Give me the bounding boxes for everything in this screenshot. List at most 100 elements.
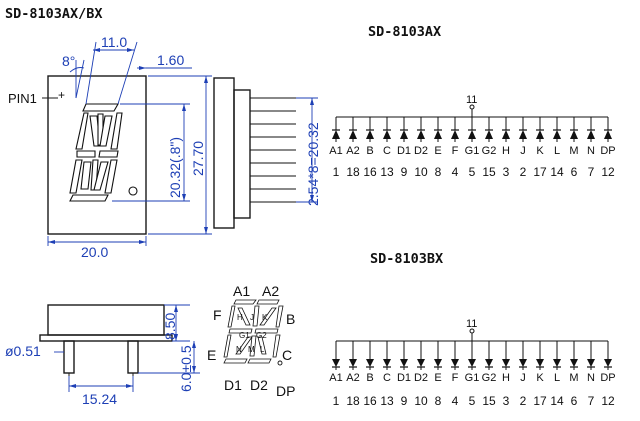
segment-label: F xyxy=(452,372,459,384)
diode-mark xyxy=(502,359,510,367)
segment-label: A2 xyxy=(346,372,359,384)
diode-mark xyxy=(587,359,595,367)
diode-mark xyxy=(366,359,374,367)
pin-label: 9 xyxy=(401,394,408,408)
seg-label-g2: G2 xyxy=(256,331,267,340)
segment-label: J xyxy=(520,372,526,384)
diode-mark xyxy=(417,359,425,367)
seg-label-c: C xyxy=(282,347,292,363)
pin-label: 13 xyxy=(380,394,394,408)
segment-label: D1 xyxy=(397,372,411,384)
pin-label: 2 xyxy=(520,165,527,179)
segment-label: DP xyxy=(600,145,615,157)
pin1-plus: + xyxy=(58,88,65,102)
pin-label: 8 xyxy=(435,394,442,408)
pin-label: 7 xyxy=(588,165,595,179)
pin-label: 5 xyxy=(469,165,476,179)
pin-label: 3 xyxy=(503,394,510,408)
seg-label-j: J xyxy=(250,313,254,322)
pin-label: 10 xyxy=(414,165,428,179)
diode-mark xyxy=(536,359,544,367)
seg-label-dp: DP xyxy=(276,383,295,399)
bx-title: SD-8103BX xyxy=(370,251,443,267)
height-dim: 27.70 xyxy=(190,141,206,176)
pin-label: 14 xyxy=(550,394,564,408)
bottom-view: ø0.51 15.24 8.50 6.0±0.5 xyxy=(5,304,200,407)
offset-dim: 1.60 xyxy=(157,52,184,68)
common-pin-label: 11 xyxy=(466,94,477,106)
pin-label: 8 xyxy=(435,165,442,179)
segment-label: G2 xyxy=(482,145,497,157)
char-height-dim: 20.32(.8") xyxy=(167,137,183,198)
common-pin-label: 11 xyxy=(466,318,477,330)
diode-mark xyxy=(349,130,357,139)
common-pin-node xyxy=(469,104,475,110)
pin-label: 13 xyxy=(380,165,394,179)
circuit-ax: 11A11A218B16C13D19D210E8F4G15G215H3J2K17… xyxy=(329,94,615,179)
diode-mark xyxy=(366,130,374,139)
diode-mark xyxy=(570,130,578,139)
segment-map: A1 A2 F B E C D1 D2 DP H J K G1 G2 N M L xyxy=(207,283,295,399)
pin1-label: PIN1 xyxy=(8,91,37,106)
diode-mark xyxy=(400,130,408,139)
pin-label: 16 xyxy=(363,394,377,408)
pin-label: 4 xyxy=(452,394,459,408)
diode-mark xyxy=(349,359,357,367)
segment-label: K xyxy=(536,372,544,384)
diode-mark xyxy=(434,359,442,367)
seg-label-b: B xyxy=(286,311,295,327)
diode-mark xyxy=(451,359,459,367)
segment-label: G1 xyxy=(465,145,480,157)
segment-label: DP xyxy=(600,372,615,384)
diode-mark xyxy=(553,359,561,367)
circuit-bx: 11A11A218B16C13D19D210E8F4G15G215H3J2K17… xyxy=(329,318,615,408)
seg-label-h: H xyxy=(237,313,243,322)
pin-label: 16 xyxy=(363,165,377,179)
seg-label-l: L xyxy=(260,345,265,354)
segment-label: K xyxy=(536,145,544,157)
pin-label: 17 xyxy=(533,165,547,179)
diode-mark xyxy=(468,359,476,367)
segment-label: L xyxy=(554,145,560,157)
seg-label-k: K xyxy=(262,313,268,322)
segment-label: L xyxy=(554,372,560,384)
diode-mark xyxy=(587,130,595,139)
pin-label: 1 xyxy=(333,165,340,179)
seg-label-a1: A1 xyxy=(233,283,250,299)
front-view: PIN1 + 20.0 27.70 20.32(.8") 11.0 xyxy=(8,34,212,260)
diode-mark xyxy=(519,130,527,139)
diode-mark xyxy=(434,130,442,139)
segment-label: H xyxy=(502,372,510,384)
body-height-dim: 8.50 xyxy=(162,313,178,340)
pin-label: 15 xyxy=(482,394,496,408)
ax-title: SD-8103AX xyxy=(368,24,441,40)
diode-mark xyxy=(451,130,459,139)
pin-label: 12 xyxy=(601,165,615,179)
seg-label-f: F xyxy=(213,307,222,323)
diode-mark xyxy=(485,130,493,139)
pin-label: 9 xyxy=(401,165,408,179)
diode-mark xyxy=(468,130,476,139)
char-width-dim: 11.0 xyxy=(101,34,127,50)
segment-label: A1 xyxy=(329,145,342,157)
diode-mark xyxy=(383,130,391,139)
diode-mark xyxy=(604,359,612,367)
diode-mark xyxy=(502,130,510,139)
segment-label: N xyxy=(587,145,595,157)
main-title: SD-8103AX/BX xyxy=(5,6,103,22)
pin-dia-dim: ø0.51 xyxy=(5,343,41,359)
segment-label: D1 xyxy=(397,145,411,157)
pitch-dim: 2.54*8=20.32 xyxy=(305,122,321,206)
segment-label: N xyxy=(587,372,595,384)
pin-label: 1 xyxy=(333,394,340,408)
segment-label: C xyxy=(383,372,391,384)
diode-mark xyxy=(536,130,544,139)
slant-dim: 8° xyxy=(62,53,75,69)
diode-mark xyxy=(570,359,578,367)
pin-label: 2 xyxy=(520,394,527,408)
diode-mark xyxy=(332,359,340,367)
seg-label-m: M xyxy=(248,345,255,354)
pin-label: 15 xyxy=(482,165,496,179)
seg-label-n: N xyxy=(236,345,242,354)
display-body-outline xyxy=(47,75,147,235)
